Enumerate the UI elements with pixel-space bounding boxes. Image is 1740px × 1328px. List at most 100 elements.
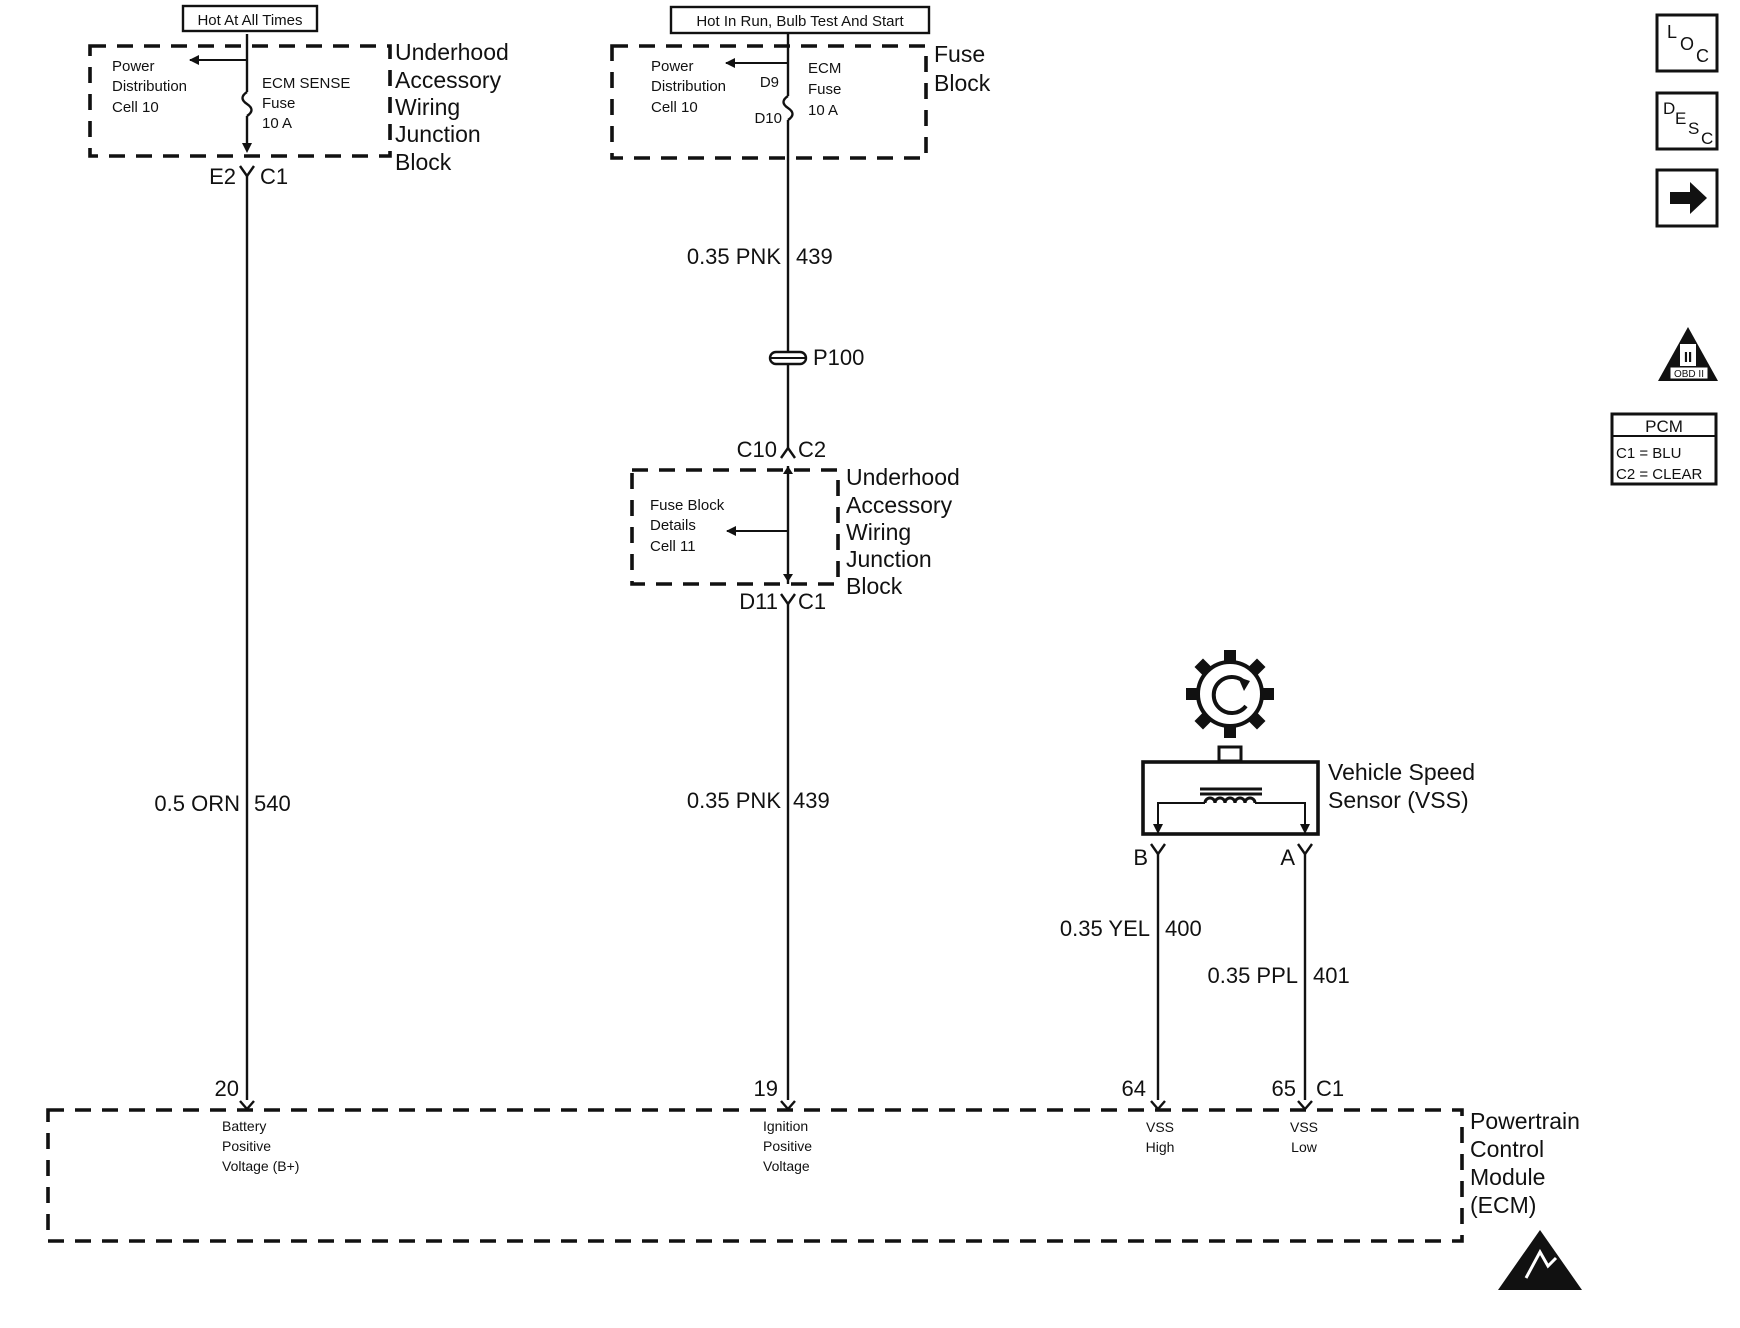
- uawjb-mid-junction-block: Fuse Block Details Cell 11 Underhood Acc…: [630, 464, 960, 614]
- vss-title-1: Vehicle Speed: [1328, 759, 1475, 785]
- wire-540-gauge-color: 0.5 ORN: [154, 791, 240, 816]
- uawjb-mid-ref-line1: Fuse Block: [650, 497, 725, 514]
- pcm-legend-title: PCM: [1645, 417, 1683, 436]
- obd-ii-icon: II OBD II: [1658, 327, 1718, 381]
- uawjb-mid-ref-line3: Cell 11: [650, 538, 696, 555]
- splice-p100: P100: [768, 345, 864, 370]
- vss-coil-icon: [1203, 796, 1257, 804]
- pcm-pin-19-label-1: Ignition: [763, 1118, 808, 1134]
- loc-letter-3: C: [1696, 46, 1709, 66]
- uawjb-top-fuse-name: ECM SENSE: [262, 75, 350, 92]
- uawjb-top-connector-icon: [239, 165, 255, 179]
- ecm-fuse-icon: [782, 95, 794, 121]
- tag-hot-in-run-text: Hot In Run, Bulb Test And Start: [696, 13, 904, 30]
- pcm-connector: C1: [1316, 1076, 1344, 1101]
- pcm-pin-65-label-2: Low: [1291, 1139, 1318, 1155]
- pcm-legend-row1: C1 = BLU: [1616, 445, 1681, 462]
- desc-letter-1: D: [1663, 99, 1675, 118]
- fuse-block-fuse-name: ECM: [808, 60, 841, 77]
- desc-letter-4: C: [1701, 129, 1713, 148]
- fuse-block-fuse-rating: 10 A: [808, 102, 838, 119]
- pcm-pin-19-label-2: Positive: [763, 1138, 812, 1154]
- wire-439: 0.35 PNK 439 P100 C10 C2: [687, 158, 864, 462]
- pcm-pin-64-label-1: VSS: [1146, 1119, 1174, 1135]
- uawjb-mid-title-1: Underhood: [846, 464, 960, 490]
- pcm-pin-20-label-3: Voltage (B+): [222, 1158, 299, 1174]
- desc-letter-2: E: [1675, 109, 1686, 128]
- pcm-pin-20-label-1: Battery: [222, 1118, 266, 1134]
- pcm-pin-64-label-2: High: [1146, 1139, 1175, 1155]
- uawjb-mid-dashed-border: [630, 468, 840, 586]
- tag-hot-at-all-times: Hot At All Times: [181, 4, 319, 33]
- uawjb-mid-out-connector-icon: [780, 593, 796, 607]
- uawjb-mid-ref-line2: Details: [650, 517, 696, 534]
- wire-401: 0.35 PPL 401: [1207, 854, 1350, 1100]
- wire-400-gauge-color: 0.35 YEL: [1060, 916, 1150, 941]
- fuse-block-title-2: Block: [934, 70, 991, 96]
- uawjb-top-ref-line1: Power: [112, 58, 155, 75]
- loc-button[interactable]: L O C: [1655, 13, 1719, 73]
- pcm-pin-65-label-1: VSS: [1290, 1119, 1318, 1135]
- wire-540: 0.5 ORN 540: [154, 176, 291, 1100]
- wire-401-circuit: 401: [1313, 963, 1350, 988]
- fuse-block-title-1: Fuse: [934, 41, 985, 67]
- tag-hot-at-all-times-text: Hot At All Times: [197, 12, 302, 29]
- uawjb-mid-conn-in: C2: [798, 437, 826, 462]
- desc-letter-3: S: [1688, 119, 1699, 138]
- uawjb-top-dashed-border: [88, 44, 392, 158]
- wire-439-lower: 0.35 PNK 439: [687, 604, 830, 1100]
- pcm-legend-row2: C2 = CLEAR: [1616, 466, 1702, 483]
- uawjb-mid-title-3: Wiring: [846, 519, 911, 545]
- pcm-pin-19-label-3: Voltage: [763, 1158, 810, 1174]
- next-arrow-icon: [1670, 182, 1707, 214]
- uawjb-top-title-3: Wiring: [395, 94, 460, 120]
- obd-roman: II: [1684, 349, 1692, 366]
- pcm-pin-20: 20: [215, 1076, 239, 1101]
- fuse-block-dashed-border: [610, 44, 928, 160]
- pcm-title-2: Control: [1470, 1136, 1544, 1162]
- next-arrow-button[interactable]: [1655, 168, 1719, 228]
- wire-400: 0.35 YEL 400: [1060, 854, 1202, 1100]
- uawjb-mid-pin-out: D11: [739, 589, 778, 614]
- uawjb-top-connector: C1: [260, 164, 288, 189]
- uawjb-top-title-2: Accessory: [395, 67, 502, 93]
- uawjb-mid-pin-in: C10: [737, 437, 777, 462]
- vss-pin-b: B: [1133, 845, 1148, 870]
- uawjb-mid-conn-out: C1: [798, 589, 826, 614]
- pcm-dashed-border: [46, 1108, 1464, 1243]
- uawjb-top-fuse-word: Fuse: [262, 95, 295, 112]
- vehicle-speed-sensor: Vehicle Speed Sensor (VSS) B A: [1133, 650, 1475, 870]
- wire-540-circuit: 540: [254, 791, 291, 816]
- fuse-block-ref-line2: Distribution: [651, 78, 726, 95]
- pcm-pin-19: 19: [754, 1076, 778, 1101]
- pcm-title-1: Powertrain: [1470, 1108, 1580, 1134]
- uawjb-mid-title-5: Block: [846, 573, 903, 599]
- pcm-title-3: Module: [1470, 1164, 1545, 1190]
- powertrain-control-module: 20 19 64 65 C1 Battery Positive Voltage …: [46, 1076, 1582, 1290]
- pcm-title-4: (ECM): [1470, 1192, 1536, 1218]
- pcm-pin-65: 65: [1272, 1076, 1296, 1101]
- esd-warning-icon: [1498, 1230, 1582, 1290]
- fuse-block-ref-line1: Power: [651, 58, 694, 75]
- uawjb-top-junction-block: Power Distribution Cell 10 ECM SENSE Fus…: [88, 34, 509, 189]
- wire-439-lower-gauge-color: 0.35 PNK: [687, 788, 781, 813]
- ecm-sense-fuse-icon: [241, 91, 253, 117]
- fuse-block-fuse-word: Fuse: [808, 81, 841, 98]
- obd-label: OBD II: [1674, 369, 1704, 380]
- pcm-pin-20-label-2: Positive: [222, 1138, 271, 1154]
- uawjb-top-fuse-rating: 10 A: [262, 115, 292, 132]
- desc-button[interactable]: D E S C: [1655, 91, 1719, 151]
- loc-letter-2: O: [1680, 34, 1694, 54]
- splice-p100-label: P100: [813, 345, 864, 370]
- vss-title-2: Sensor (VSS): [1328, 787, 1469, 813]
- fuse-block-ref-line3: Cell 10: [651, 99, 698, 116]
- uawjb-mid-title-4: Junction: [846, 546, 932, 572]
- uawjb-top-ref-line2: Distribution: [112, 78, 187, 95]
- uawjb-top-ref-line3: Cell 10: [112, 99, 159, 116]
- wire-401-gauge-color: 0.35 PPL: [1207, 963, 1298, 988]
- wire-439-lower-circuit: 439: [793, 788, 830, 813]
- uawjb-top-title-5: Block: [395, 149, 452, 175]
- rotating-gear-icon: [1186, 650, 1274, 738]
- wire-439-upper-gauge-color: 0.35 PNK: [687, 244, 781, 269]
